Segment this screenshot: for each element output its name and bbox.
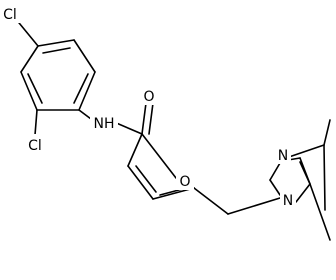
ring-bond [78, 71, 96, 111]
atom-label-furan-o: O [179, 174, 190, 190]
ch2-bond [227, 197, 281, 215]
ring-double-inner [27, 73, 43, 104]
atom-label-pyrazole-n2: N [278, 148, 288, 164]
atom-label-carbonyl-o: O [143, 89, 154, 105]
furan-bond [127, 133, 143, 167]
pyrazole-bond [295, 183, 311, 203]
bond-group [14, 17, 331, 241]
pyrazole-bond [285, 144, 325, 159]
ring-bond [20, 71, 38, 111]
pyrazole-bond [299, 157, 311, 185]
atom-label-amide-n: NH [94, 116, 115, 132]
ring-double-inner [73, 73, 89, 104]
atom-cl-top: Cl [0, 3, 21, 23]
ring-double-inner [42, 47, 71, 54]
methyl-bond [323, 119, 331, 146]
furan-double-inner [135, 165, 157, 193]
atom-label-cl-top: Cl [3, 7, 17, 23]
pyrazole-bond [269, 162, 281, 181]
ch2-bond [193, 187, 229, 215]
pyrazole-bond [323, 144, 326, 211]
atom-label-cl-ortho: Cl [28, 138, 42, 154]
atom-label-pyrazole-n1: N [283, 193, 293, 209]
ring-bond [37, 39, 75, 47]
ring-bond [73, 39, 96, 73]
furan-bond [127, 165, 154, 200]
amide-bond [113, 121, 143, 135]
pyrazole-bond [269, 179, 281, 196]
atom-carbonyl-o: O [140, 85, 158, 105]
atom-pyrazole-n1: N [280, 189, 296, 209]
cl-bond [34, 109, 38, 136]
atom-amide-n: NH [90, 112, 118, 132]
carbonyl-bond [141, 102, 147, 135]
ring-bond [20, 45, 39, 73]
atom-pyrazole-n2: N [275, 144, 291, 164]
methyl-bond [309, 183, 331, 241]
atom-furan-o: O [176, 170, 194, 190]
carbonyl-double-bond [148, 102, 154, 135]
furan-bond [141, 133, 177, 179]
atom-label-group: Cl Cl NH O O N N [0, 3, 296, 209]
atom-cl-ortho: Cl [22, 134, 46, 154]
